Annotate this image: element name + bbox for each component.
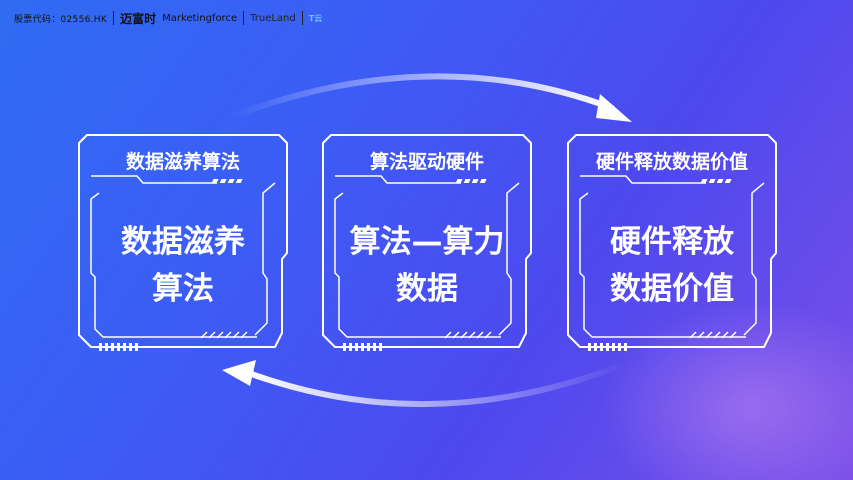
stripe-mark <box>99 343 102 351</box>
stripe-mark <box>379 343 382 351</box>
tyun-cloud-logo: T云 <box>308 13 323 23</box>
card-frame <box>322 134 532 351</box>
outer-frame <box>78 134 288 348</box>
slash-mark <box>697 331 705 339</box>
slash-mark <box>729 331 737 339</box>
divider <box>113 11 115 25</box>
stripe-mark <box>606 343 609 351</box>
card-frame <box>78 134 288 351</box>
stripe-mark <box>455 179 463 183</box>
stripe-mark <box>471 179 479 183</box>
bottom-arrow <box>243 361 628 408</box>
slash-mark <box>705 331 713 339</box>
inner-frame <box>579 182 765 338</box>
inner-frame <box>90 182 276 338</box>
stripe-mark <box>235 179 243 183</box>
slash-mark <box>452 331 460 339</box>
card-body-line: 数据价值 <box>610 271 734 307</box>
stripe-mark <box>123 343 126 351</box>
card-hardware-releases-data-value: 硬件释放数据价值 硬件释放数据价值 <box>566 133 778 353</box>
background-glow <box>600 300 853 480</box>
stripe-mark <box>367 343 370 351</box>
slash-mark <box>200 331 208 339</box>
top-arrowhead-icon <box>596 94 632 122</box>
slash-mark <box>484 331 492 339</box>
stripe-mark <box>588 343 591 351</box>
card-body: 算法—算力数据 <box>341 219 513 313</box>
card-title: 硬件释放数据价值 <box>595 151 748 173</box>
stripe-mark <box>463 179 471 183</box>
stripe-mark <box>479 179 487 183</box>
slash-mark <box>240 331 248 339</box>
slash-mark <box>468 331 476 339</box>
card-body-line: 数据 <box>396 271 458 307</box>
stripe-mark <box>618 343 621 351</box>
brand-cn-logo: 迈富时 <box>120 11 157 26</box>
card-body-line: 算法—算力 <box>349 224 505 260</box>
outer-frame <box>567 134 777 348</box>
stripe-mark <box>227 179 235 183</box>
header-bar: 股票代码：02556.HK 迈富时 Marketingforce TrueLan… <box>14 10 322 26</box>
trueland-logo: TrueLand <box>250 12 296 24</box>
slash-mark <box>444 331 452 339</box>
card-body-line: 硬件释放 <box>610 224 734 260</box>
slash-mark <box>216 331 224 339</box>
stripe-mark <box>211 179 219 183</box>
stripe-mark <box>135 343 138 351</box>
slash-mark <box>721 331 729 339</box>
card-algorithm-drives-hardware: 算法驱动硬件 算法—算力数据 <box>321 133 533 353</box>
stripe-mark <box>594 343 597 351</box>
stripe-mark <box>708 179 716 183</box>
top-arrow <box>225 73 615 121</box>
card-data-nourishes-algorithm: 数据滋养算法 数据滋养算法 <box>77 133 289 353</box>
stripe-mark <box>624 343 627 351</box>
stock-code: 股票代码：02556.HK <box>14 14 108 25</box>
card-title: 算法驱动硬件 <box>369 151 484 173</box>
bottom-arrowhead-icon <box>222 360 256 386</box>
card-frame <box>567 134 777 351</box>
card-body: 数据滋养算法 <box>97 219 269 313</box>
stripe-mark <box>343 343 346 351</box>
card-title: 数据滋养算法 <box>125 151 240 173</box>
stripe-mark <box>700 179 708 183</box>
stripe-mark <box>117 343 120 351</box>
divider <box>243 11 245 25</box>
stripe-mark <box>373 343 376 351</box>
slash-mark <box>476 331 484 339</box>
divider <box>301 11 303 25</box>
stripe-mark <box>129 343 132 351</box>
stripe-mark <box>724 179 732 183</box>
stripe-mark <box>600 343 603 351</box>
slash-mark <box>460 331 468 339</box>
card-body-line: 数据滋养 <box>121 224 245 260</box>
outer-frame <box>322 134 532 348</box>
stripe-mark <box>111 343 114 351</box>
stripe-mark <box>355 343 358 351</box>
brand-en-logo: Marketingforce <box>162 12 238 24</box>
stripe-mark <box>349 343 352 351</box>
stripe-mark <box>361 343 364 351</box>
slash-mark <box>224 331 232 339</box>
stripe-mark <box>219 179 227 183</box>
slash-mark <box>689 331 697 339</box>
slash-mark <box>713 331 721 339</box>
title-underline <box>580 175 706 184</box>
title-underline <box>91 175 217 184</box>
inner-frame <box>334 182 520 338</box>
slash-mark <box>208 331 216 339</box>
card-body-line: 算法 <box>152 271 214 307</box>
stripe-mark <box>716 179 724 183</box>
slash-mark <box>232 331 240 339</box>
stripe-mark <box>612 343 615 351</box>
title-underline <box>335 175 461 184</box>
card-body: 硬件释放数据价值 <box>586 219 758 313</box>
stripe-mark <box>105 343 108 351</box>
